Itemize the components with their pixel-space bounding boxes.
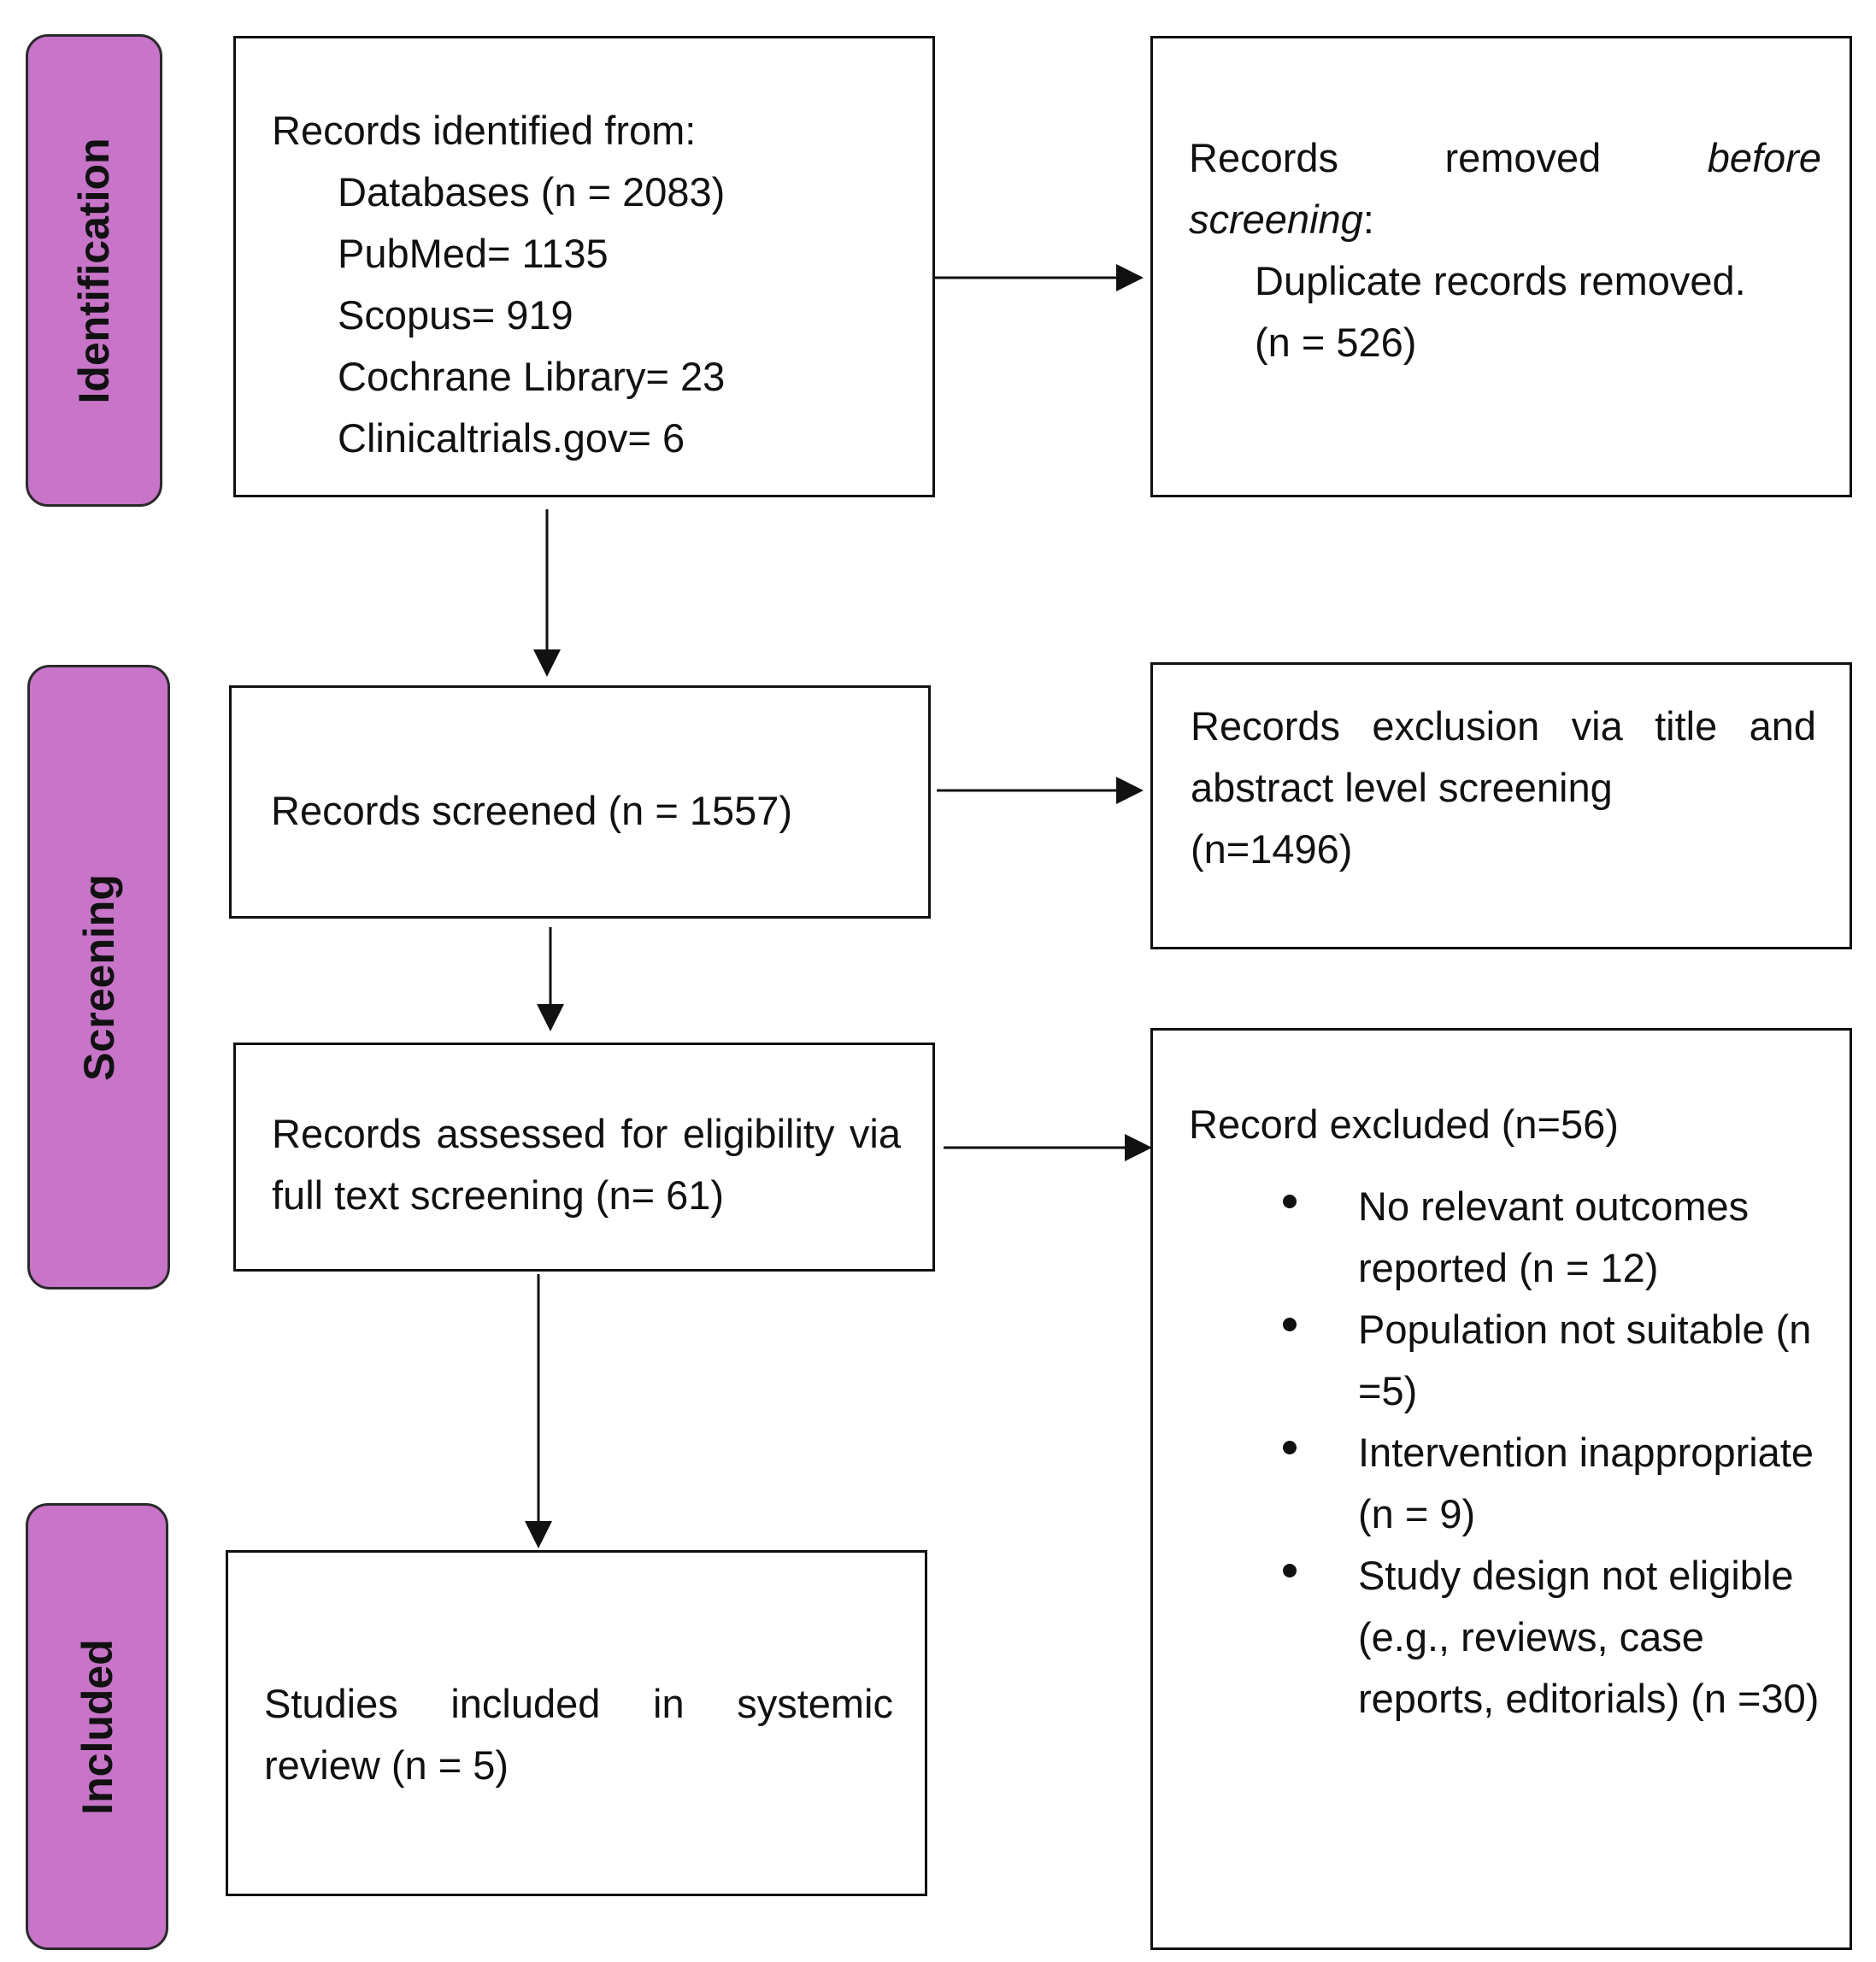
phase-identification: Identification: [26, 34, 162, 507]
arrowhead-icon: [1116, 264, 1144, 291]
source-pubmed: PubMed= 1135: [338, 231, 609, 276]
source-cochrane: Cochrane Library= 23: [338, 354, 726, 399]
removed-before-italic: before: [1707, 135, 1821, 180]
bullet-icon: [1283, 1441, 1297, 1454]
duplicate-removed-text: Duplicate records removed.: [1255, 258, 1746, 303]
title-abstract-excluded-text: Records exclusion via title and abstract…: [1191, 703, 1816, 810]
title-abstract-excluded-count: (n=1496): [1191, 826, 1353, 872]
records-removed-box: Records removed before screening: Duplic…: [1150, 36, 1852, 497]
removed-colon: :: [1362, 197, 1374, 242]
removed-word-removed: removed: [1444, 135, 1602, 180]
records-identified-heading: Records identified from:: [272, 108, 697, 153]
source-databases: Databases (n = 2083): [338, 169, 726, 214]
source-clinicaltrials: Clinicaltrials.gov= 6: [338, 415, 685, 461]
bullet-icon: [1283, 1564, 1297, 1577]
removed-word-records: Records: [1189, 135, 1339, 180]
phase-screening: Screening: [27, 665, 170, 1289]
studies-included-box: Studies included in systemic review (n =…: [226, 1550, 927, 1896]
records-screened-text: Records screened (n = 1557): [271, 788, 793, 833]
records-assessed-text: Records assessed for eligibility via ful…: [272, 1111, 901, 1218]
bullet-icon: [1283, 1195, 1297, 1208]
arrowhead-icon: [1116, 777, 1144, 804]
records-screened-box: Records screened (n = 1557): [229, 685, 931, 919]
removed-screening-italic: screening: [1189, 197, 1363, 242]
bullet-icon: [1283, 1318, 1297, 1331]
records-assessed-box: Records assessed for eligibility via ful…: [233, 1043, 935, 1272]
arrowhead-icon: [537, 1004, 564, 1031]
phase-included: Included: [26, 1503, 168, 1950]
arrowhead-icon: [533, 649, 561, 677]
source-scopus: Scopus= 919: [338, 292, 573, 338]
duplicate-removed-count: (n = 526): [1255, 320, 1417, 365]
exclusion-reason: Population not suitable (n =5): [1283, 1299, 1820, 1422]
arrowhead-icon: [525, 1521, 552, 1548]
exclusion-reasons-list: No relevant outcomes reported (n = 12) P…: [1283, 1176, 1820, 1730]
record-excluded-box: Record excluded (n=56) No relevant outco…: [1150, 1028, 1852, 1950]
arrowhead-icon: [1125, 1134, 1152, 1161]
records-identified-box: Records identified from: Databases (n = …: [233, 36, 935, 497]
exclusion-reason: No relevant outcomes reported (n = 12): [1283, 1176, 1820, 1299]
exclusion-reason: Intervention inappropriate (n = 9): [1283, 1422, 1820, 1545]
exclusion-reason: Study design not eligible (e.g., reviews…: [1283, 1545, 1820, 1730]
title-abstract-excluded-box: Records exclusion via title and abstract…: [1150, 662, 1852, 949]
studies-included-text: Studies included in systemic review (n =…: [264, 1681, 893, 1788]
record-excluded-heading: Record excluded (n=56): [1189, 1101, 1619, 1147]
